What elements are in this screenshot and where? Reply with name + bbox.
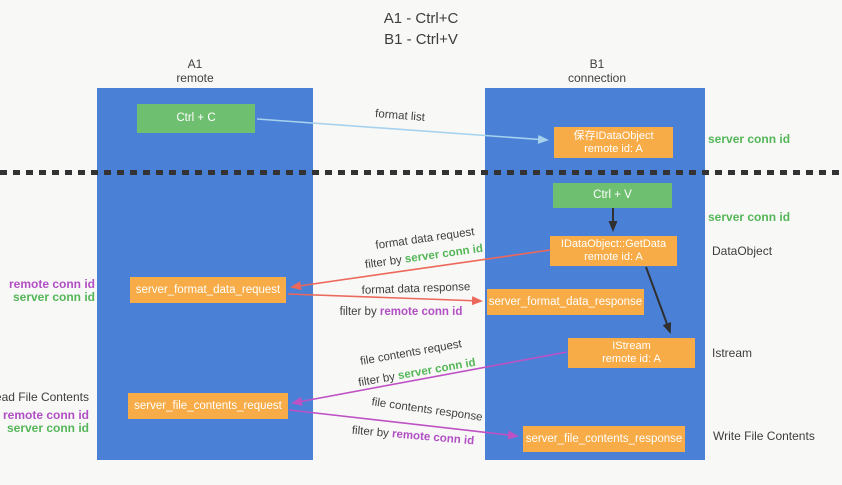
left-format-server-conn-id: server conn id (12, 290, 95, 304)
getdata-line1: IDataObject::GetData (560, 238, 667, 250)
annotation-left-file-ids: Read File Contents remote conn id server… (0, 391, 89, 435)
lane-b-subtitle: connection (567, 71, 627, 85)
annotation-istream: Istream (712, 346, 753, 360)
node-server-format-data-request: server_format_data_request (130, 277, 286, 303)
lane-b-id: B1 (589, 57, 605, 71)
save-idataobject-line1: 保存IDataObject (573, 129, 654, 142)
filter-prefix: filter by (351, 424, 390, 440)
label-file-contents-response: file contents response (370, 396, 484, 424)
node-server-file-contents-response: server_file_contents_response (523, 426, 685, 452)
format-response-label: server_format_data_response (488, 295, 643, 308)
label-format-data-response: format data response (361, 281, 471, 297)
left-file-remote-conn-id: remote conn id (2, 408, 89, 422)
istream-line2: remote id: A (602, 353, 661, 365)
istream-line1: IStream (612, 340, 651, 352)
node-ctrl-c: Ctrl + C (137, 104, 255, 133)
diagram-title: A1 - Ctrl+C B1 - Ctrl+V (0, 8, 842, 50)
annotation-server-conn-id-mid: server conn id (708, 210, 791, 224)
annotation-dataobject: DataObject (712, 244, 773, 258)
annotation-left-format-ids: remote conn id server conn id (9, 278, 95, 304)
filter-value-remote-conn-id: remote conn id (391, 428, 475, 448)
annotation-write-file-contents: Write File Contents (713, 429, 815, 443)
format-request-label: server_format_data_request (135, 283, 281, 296)
filter-prefix: filter by (364, 254, 403, 272)
node-server-file-contents-request: server_file_contents_request (128, 393, 288, 419)
node-server-format-data-response: server_format_data_response (487, 289, 644, 315)
lane-a-subtitle: remote (176, 71, 214, 85)
getdata-line2: remote id: A (584, 251, 643, 263)
label-filter-remote-2: filter by remote conn id (351, 425, 474, 448)
node-ctrl-v: Ctrl + V (553, 183, 672, 208)
filter-prefix: filter by (339, 306, 377, 318)
save-idataobject-line2: remote id: A (584, 142, 643, 155)
file-request-label: server_file_contents_request (134, 399, 282, 412)
annotation-read-file-contents: Read File Contents (0, 390, 89, 404)
node-idataobject-getdata: IDataObject::GetData remote id: A (550, 236, 677, 266)
label-filter-remote-1: filter by remote conn id (340, 306, 463, 318)
node-istream: IStream remote id: A (568, 338, 695, 368)
lane-a-id: A1 (187, 57, 203, 71)
ctrl-c-label: Ctrl + C (176, 112, 216, 124)
filter-value-remote-conn-id: remote conn id (379, 306, 463, 318)
lane-b-header: B1 connection (487, 57, 707, 85)
left-format-remote-conn-id: remote conn id (8, 277, 95, 291)
filter-prefix: filter by (357, 370, 397, 390)
ctrl-v-label: Ctrl + V (593, 189, 632, 201)
lane-a-header: A1 remote (87, 57, 303, 85)
label-format-list: format list (374, 108, 426, 124)
left-file-server-conn-id: server conn id (6, 421, 89, 435)
session-divider-dotted-line (0, 170, 842, 175)
file-response-label: server_file_contents_response (525, 432, 683, 445)
title-line-1: A1 - Ctrl+C (383, 10, 459, 27)
node-save-idataobject: 保存IDataObject remote id: A (554, 127, 673, 158)
annotation-server-conn-id-top: server conn id (708, 132, 791, 146)
title-line-2: B1 - Ctrl+V (384, 31, 458, 48)
filter-value-server-conn-id: server conn id (397, 356, 477, 383)
